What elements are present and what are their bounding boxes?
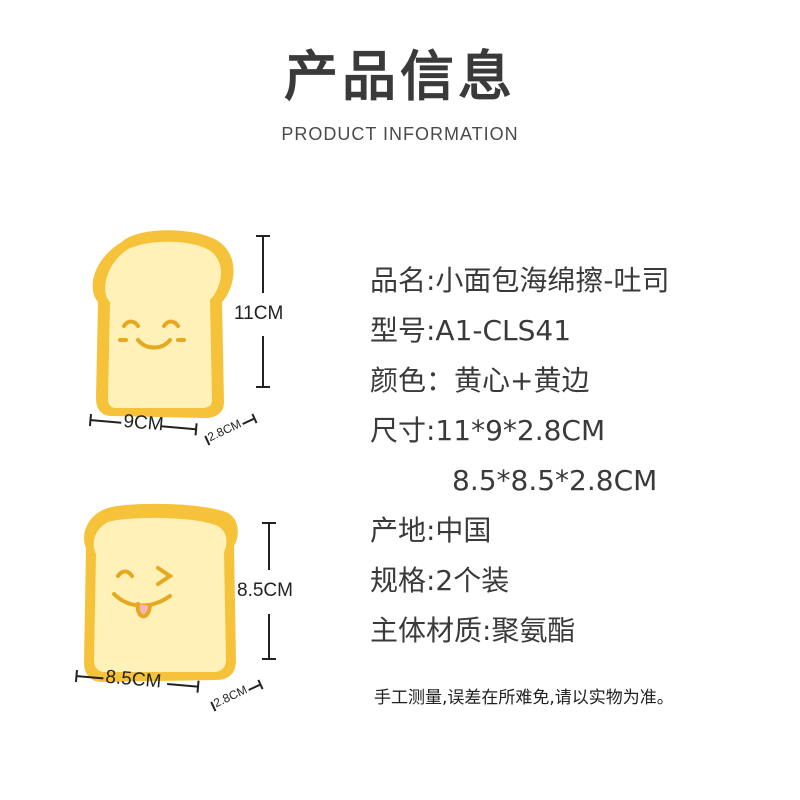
page-title: 产品信息 — [284, 45, 516, 108]
wink-face-icon — [112, 566, 174, 619]
measurement-note: 手工测量,误差在所难免,请以实物为准。 — [374, 688, 674, 708]
smile-face-icon — [118, 319, 186, 350]
height-dimension-cap — [262, 658, 276, 660]
spec-name: 品名:小面包海绵擦-吐司 — [370, 264, 670, 297]
toast-sponge-image-small — [84, 503, 238, 682]
height-dimension-cap — [262, 522, 276, 524]
height-dimension-line — [262, 235, 264, 293]
width-dimension-label: 9CM — [122, 410, 165, 436]
spec-model: 型号:A1-CLS41 — [370, 314, 572, 347]
thickness-dimension-label: 2.8CM — [211, 682, 250, 711]
height-dimension-cap — [256, 386, 270, 388]
height-dimension-label: 11CM — [234, 303, 284, 324]
spec-size: 尺寸:11*9*2.8CM — [370, 414, 606, 447]
spec-material: 主体材质:聚氨酯 — [370, 614, 576, 647]
spec-size-alt: 8.5*8.5*2.8CM — [452, 464, 658, 497]
height-dimension-line — [262, 336, 264, 388]
toast-crumb — [93, 517, 227, 672]
spec-quantity: 规格:2个装 — [370, 564, 510, 597]
height-dimension-label: 8.5CM — [237, 580, 293, 601]
height-dimension-cap — [256, 235, 270, 237]
height-dimension-line — [268, 522, 270, 570]
width-dimension-label: 8.5CM — [104, 666, 163, 693]
page-subtitle: PRODUCT INFORMATION — [281, 124, 519, 144]
toast-sponge-image-large — [92, 230, 234, 418]
spec-color: 颜色：黄心+黄边 — [370, 364, 590, 397]
height-dimension-line — [268, 614, 270, 660]
spec-origin: 产地:中国 — [370, 514, 492, 547]
spec-list: 品名:小面包海绵擦-吐司 型号:A1-CLS41 颜色：黄心+黄边 尺寸:11*… — [370, 256, 670, 656]
